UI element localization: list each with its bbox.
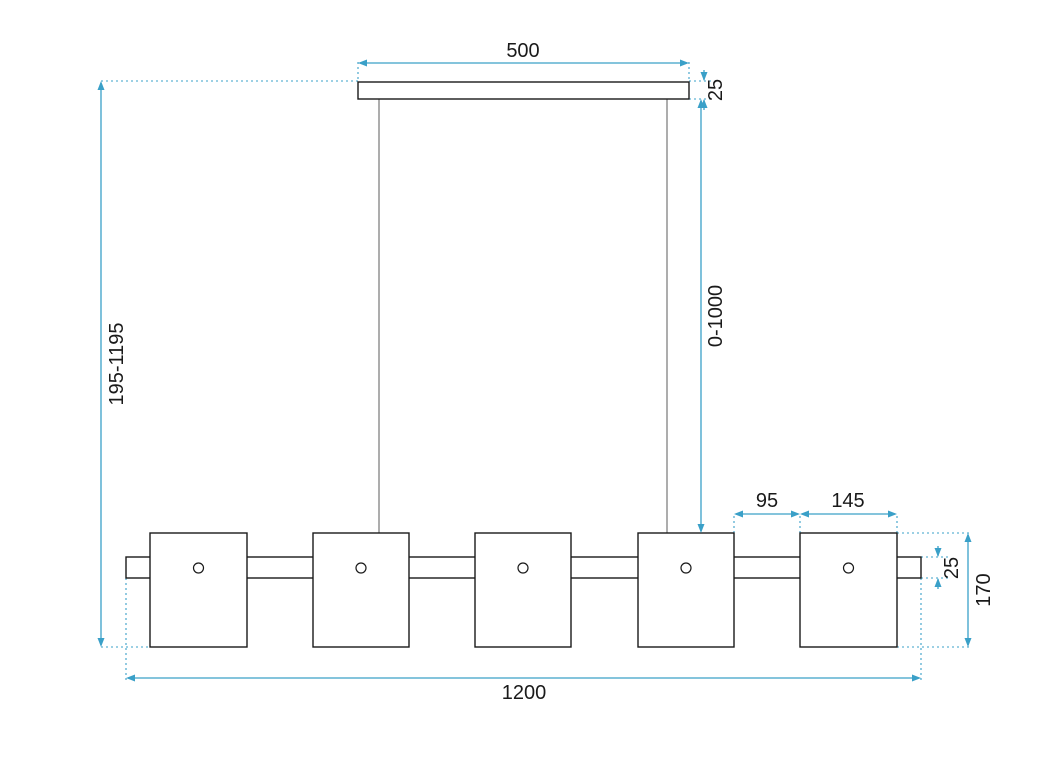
- dimension-label: 195-1195: [106, 322, 128, 405]
- dimension-total-length: 1200: [126, 674, 921, 704]
- dimension-label: 170: [973, 573, 995, 606]
- dimension-canopy-height: 25: [700, 70, 727, 110]
- socket-dot: [680, 562, 692, 574]
- dimension-label: 25: [941, 557, 963, 579]
- dimension-label: 25: [705, 79, 727, 101]
- dimension-body-height: 170: [964, 533, 995, 647]
- dimension-canopy-width: 500: [358, 40, 689, 67]
- dimension-shade-width: 145: [800, 490, 897, 518]
- socket-dot: [842, 562, 855, 574]
- lamp-shade: [637, 532, 735, 648]
- extension-lines: [101, 62, 972, 682]
- lamp-shade: [312, 532, 410, 648]
- dimension-label: 1200: [502, 682, 547, 704]
- lamp-shade: [474, 532, 572, 648]
- dimension-label: 0-1000: [705, 285, 727, 347]
- dimension-suspension-length: 0-1000: [697, 99, 727, 533]
- dimension-shade-gap: 95: [734, 490, 800, 518]
- shades: [149, 532, 898, 648]
- lamp-shade: [799, 532, 898, 648]
- socket-dot: [192, 562, 205, 574]
- dimension-label: 500: [506, 40, 539, 62]
- lamp-shade: [149, 532, 248, 648]
- socket-dot: [517, 562, 529, 574]
- dimension-total-height: 195-1195: [97, 81, 128, 647]
- dimension-label: 95: [756, 490, 778, 512]
- socket-dot: [355, 562, 367, 574]
- dimension-bar-height: 25: [934, 546, 963, 589]
- ceiling-canopy: [357, 81, 690, 100]
- dimension-label: 145: [831, 490, 864, 512]
